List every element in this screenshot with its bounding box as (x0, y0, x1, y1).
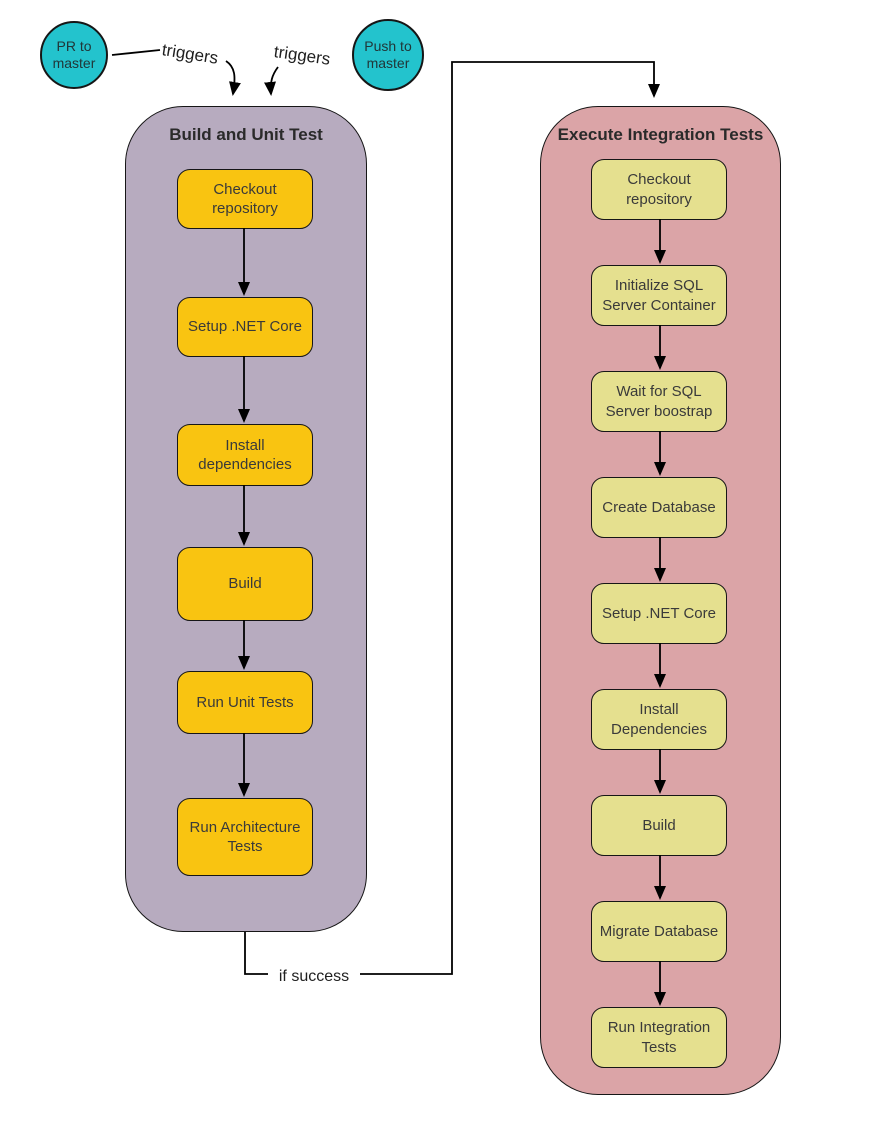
step-checkout-repository: Checkout repository (591, 159, 727, 220)
step-setup-dotnet-core: Setup .NET Core (591, 583, 727, 644)
pipeline-build-and-unit-test: Build and Unit Test Checkout repository … (125, 106, 367, 932)
pipeline-title: Execute Integration Tests (557, 125, 764, 144)
edge-pr-to-triggers (111, 49, 161, 56)
step-create-database: Create Database (591, 477, 727, 538)
step-checkout-repository: Checkout repository (177, 169, 313, 229)
arrow-trigger-1 (225, 60, 241, 96)
edge-label-triggers-1: triggers (160, 40, 220, 68)
step-install-dependencies: Install Dependencies (591, 689, 727, 750)
edge-label-backdrop (268, 962, 360, 987)
step-install-dependencies: Install dependencies (177, 424, 313, 486)
pipeline-title: Build and Unit Test (169, 125, 323, 144)
arrow-trigger-2 (264, 66, 279, 96)
edge-label-triggers-2: triggers (272, 42, 332, 69)
step-build: Build (591, 795, 727, 856)
step-build: Build (177, 547, 313, 621)
event-node-pr-to-master: PR to master (40, 21, 108, 89)
step-wait-for-sql-server-boostrap: Wait for SQL Server boostrap (591, 371, 727, 432)
step-initialize-sql-server-container: Initialize SQL Server Container (591, 265, 727, 326)
event-node-push-to-master: Push to master (352, 19, 424, 91)
step-migrate-database: Migrate Database (591, 901, 727, 962)
step-run-unit-tests: Run Unit Tests (177, 671, 313, 734)
event-label: PR to master (52, 37, 96, 72)
step-run-architecture-tests: Run Architecture Tests (177, 798, 313, 876)
edge-label-if-success: if success (279, 968, 349, 985)
step-setup-dotnet-core: Setup .NET Core (177, 297, 313, 357)
event-label: Push to master (364, 37, 412, 72)
pipeline-execute-integration-tests: Execute Integration Tests Checkout repos… (540, 106, 781, 1095)
step-run-integration-tests: Run Integration Tests (591, 1007, 727, 1068)
